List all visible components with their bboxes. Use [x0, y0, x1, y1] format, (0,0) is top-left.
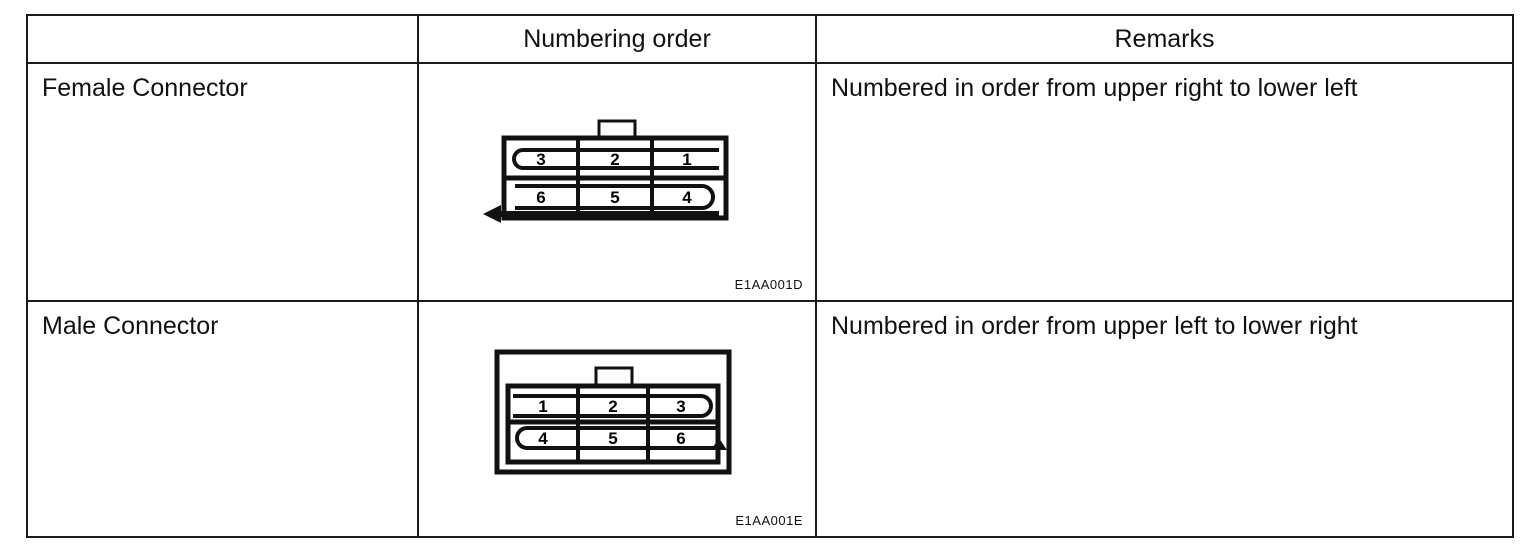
pin-number: 3 [536, 150, 545, 169]
table-row-female: Female Connector 3 2 1 6 [26, 62, 1514, 302]
header-numbering-order: Numbering order [417, 14, 817, 64]
pin-number: 2 [608, 397, 617, 416]
pin-number: 1 [538, 397, 547, 416]
pin-number: 4 [682, 188, 692, 207]
pin-number: 5 [608, 429, 617, 448]
female-connector-diagram-cell: 3 2 1 6 5 4 E1AA001D [417, 62, 817, 302]
table-row-male: Male Connector 1 2 3 [26, 300, 1514, 538]
connector-numbering-table: Numbering order Remarks Female Connector [26, 14, 1514, 538]
header-remarks: Remarks [815, 14, 1514, 64]
male-connector-diagram: 1 2 3 4 5 6 [494, 349, 732, 475]
header-row: Numbering order Remarks [26, 14, 1514, 64]
remark-female: Numbered in order from upper right to lo… [815, 62, 1514, 302]
connector-latch [597, 119, 637, 140]
pin-number: 4 [538, 429, 548, 448]
female-connector-diagram: 3 2 1 6 5 4 [483, 119, 729, 223]
pin-number: 1 [682, 150, 691, 169]
connector-latch [594, 366, 634, 388]
remark-male: Numbered in order from upper left to low… [815, 300, 1514, 538]
pin-number: 2 [610, 150, 619, 169]
row-label-male: Male Connector [26, 300, 419, 538]
figure-code: E1AA001E [735, 513, 803, 528]
pin-number: 3 [676, 397, 685, 416]
row-label-female: Female Connector [26, 62, 419, 302]
header-corner-cell [26, 14, 419, 64]
pin-number: 5 [610, 188, 619, 207]
pin-number: 6 [536, 188, 545, 207]
direction-arrow-icon [711, 438, 727, 450]
direction-arrow-icon [483, 205, 501, 223]
pin-number: 6 [676, 429, 685, 448]
male-connector-diagram-cell: 1 2 3 4 5 6 E1AA001E [417, 300, 817, 538]
figure-code: E1AA001D [734, 277, 803, 292]
